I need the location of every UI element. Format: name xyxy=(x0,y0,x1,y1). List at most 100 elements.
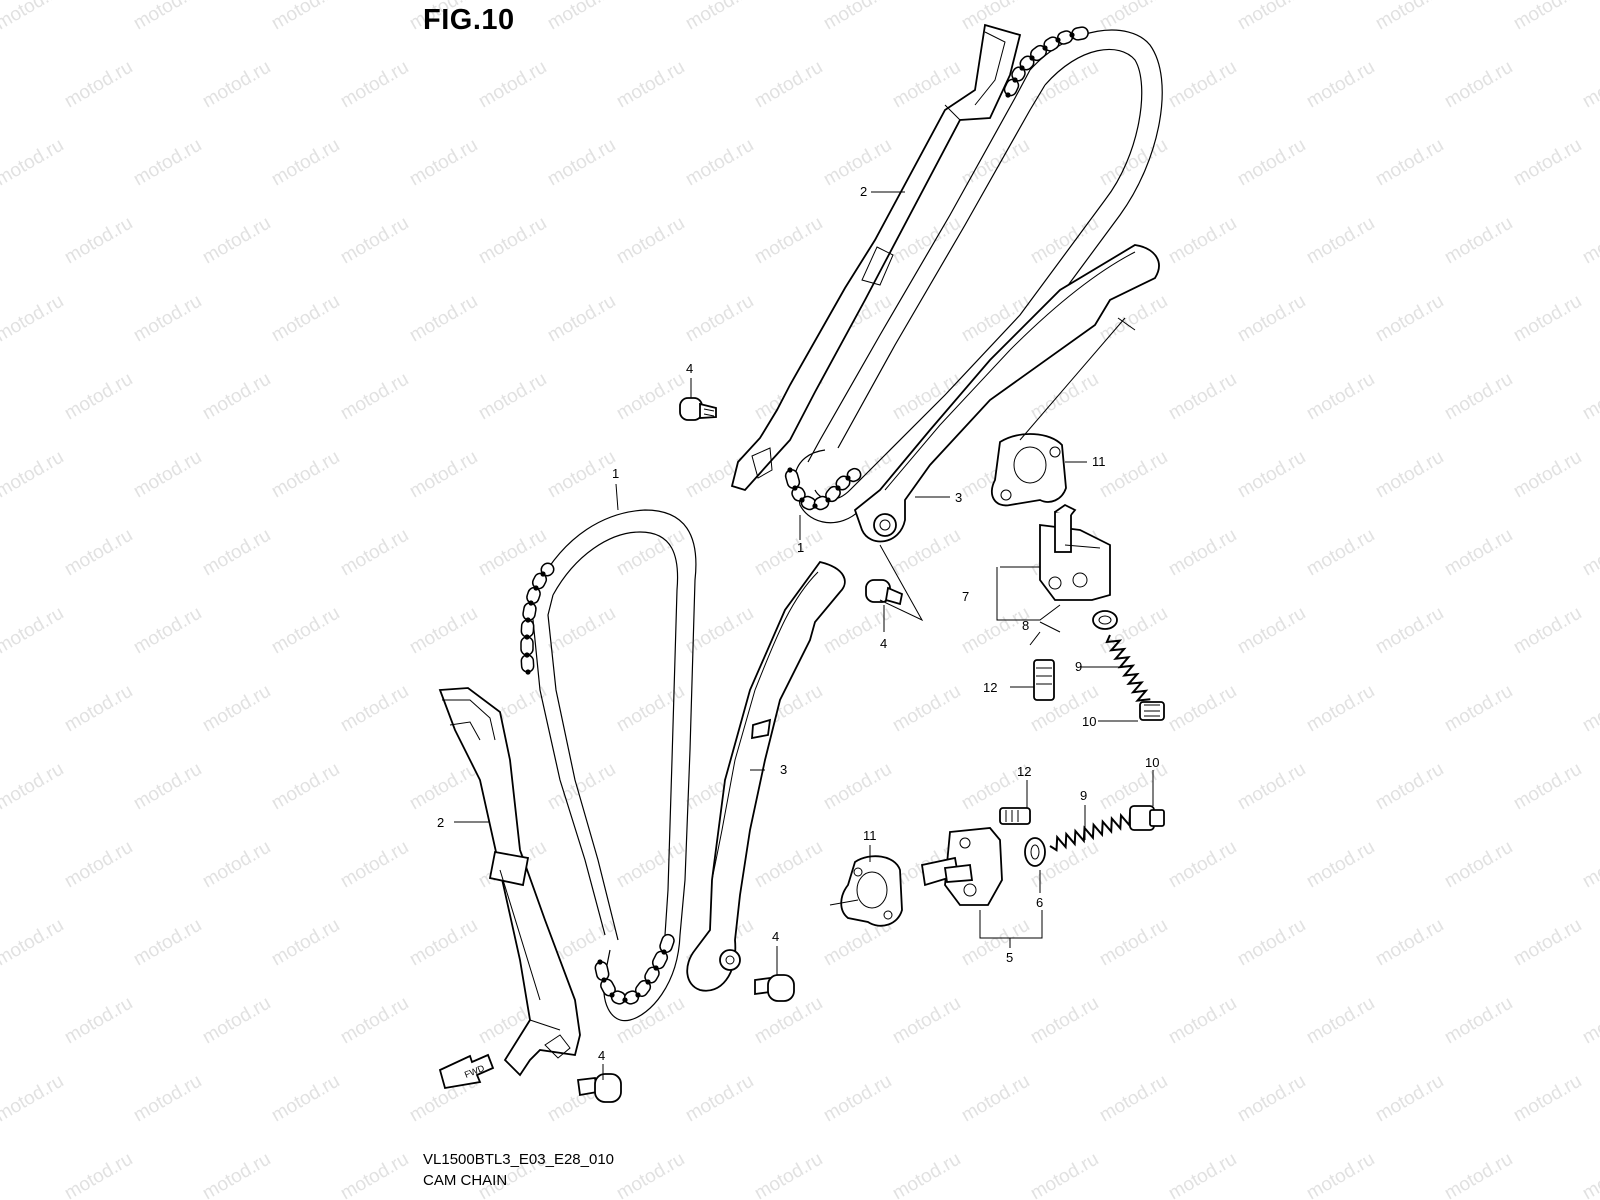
watermark-text: motod.ru xyxy=(337,57,412,113)
watermark-text: motod.ru xyxy=(130,915,205,971)
cam-chain-top xyxy=(784,26,1163,524)
chain-pin xyxy=(653,965,659,971)
chain-link xyxy=(784,469,801,489)
watermark-text: motod.ru xyxy=(130,1071,205,1127)
watermark-text: motod.ru xyxy=(1510,291,1585,347)
watermark-text: motod.ru xyxy=(1165,837,1240,893)
watermark-text: motod.ru xyxy=(406,603,481,659)
spring-top xyxy=(1105,634,1151,702)
chain-pin xyxy=(609,992,615,998)
watermark-text: motod.ru xyxy=(1579,213,1600,269)
callout-2-bottom: 2 xyxy=(437,815,444,830)
watermark-text: motod.ru xyxy=(130,603,205,659)
watermark-text: motod.ru xyxy=(1165,681,1240,737)
watermark-text: motod.ru xyxy=(1579,57,1600,113)
watermark-text: motod.ru xyxy=(1441,213,1516,269)
watermark-text: motod.ru xyxy=(199,525,274,581)
watermark-text: motod.ru xyxy=(1234,0,1309,34)
chain-pin xyxy=(597,959,603,965)
watermark-text: motod.ru xyxy=(406,135,481,191)
guide-bolt-top-2 xyxy=(865,579,904,606)
watermark-text: motod.ru xyxy=(268,447,343,503)
gasket-bottom xyxy=(840,855,903,927)
callout-12-bottom: 12 xyxy=(1017,764,1031,779)
chain-pin xyxy=(525,669,531,675)
watermark-text: motod.ru xyxy=(1510,1071,1585,1127)
watermark-text: motod.ru xyxy=(1096,1071,1171,1127)
bolt-bottom xyxy=(999,807,1031,825)
watermark-text: motod.ru xyxy=(1165,1149,1240,1200)
diagram-name: CAM CHAIN xyxy=(423,1172,508,1189)
watermark-text: motod.ru xyxy=(1441,1149,1516,1200)
watermark-text: motod.ru xyxy=(613,837,688,893)
guide-bolt-bottom xyxy=(754,974,795,1002)
watermark-text: motod.ru xyxy=(1234,759,1309,815)
watermark-text: motod.ru xyxy=(1510,915,1585,971)
watermark-text: motod.ru xyxy=(1027,1149,1102,1200)
watermark-text: motod.ru xyxy=(0,603,67,659)
callout-7: 7 xyxy=(962,589,969,604)
leader-11-bottom xyxy=(829,899,859,906)
chain-pin xyxy=(645,979,651,985)
watermark-text: motod.ru xyxy=(613,681,688,737)
watermark-text: motod.ru xyxy=(268,135,343,191)
watermark-text: motod.ru xyxy=(337,837,412,893)
watermark-text: motod.ru xyxy=(889,681,964,737)
watermark-text: motod.ru xyxy=(1234,447,1309,503)
watermark-text: motod.ru xyxy=(61,837,136,893)
watermark-text: motod.ru xyxy=(0,0,67,34)
watermark-text: motod.ru xyxy=(1510,135,1585,191)
watermark-text: motod.ru xyxy=(0,135,67,191)
watermark-text: motod.ru xyxy=(1096,915,1171,971)
chain-pin xyxy=(601,977,607,983)
chain-guide-top xyxy=(730,23,1022,492)
watermark-text: motod.ru xyxy=(1303,525,1378,581)
chain-pin xyxy=(1069,32,1075,38)
chain-pin xyxy=(845,475,851,481)
watermark-text: motod.ru xyxy=(130,759,205,815)
chain-pin xyxy=(825,497,831,503)
chain-pin xyxy=(1019,65,1025,71)
watermark-text: motod.ru xyxy=(544,759,619,815)
tensioner-guide-bottom xyxy=(686,560,846,992)
watermark-text: motod.ru xyxy=(1165,57,1240,113)
watermark-text: motod.ru xyxy=(199,213,274,269)
watermark-text: motod.ru xyxy=(199,1149,274,1200)
watermark-text: motod.ru xyxy=(682,291,757,347)
callout-4-a: 4 xyxy=(686,361,693,376)
leader-11-top xyxy=(1019,317,1126,441)
watermark-text: motod.ru xyxy=(544,447,619,503)
watermark-text: motod.ru xyxy=(1234,135,1309,191)
watermark-text: motod.ru xyxy=(1510,603,1585,659)
watermark-text: motod.ru xyxy=(1441,57,1516,113)
callout-10-bottom: 10 xyxy=(1145,755,1159,770)
tensioner-guide-top xyxy=(853,244,1160,543)
watermark-text: motod.ru xyxy=(544,135,619,191)
watermark-text: motod.ru xyxy=(61,681,136,737)
chain-pin xyxy=(524,652,530,658)
cap-bolt-top xyxy=(1139,701,1165,721)
watermark-text: motod.ru xyxy=(613,1149,688,1200)
chain-pin xyxy=(1042,45,1048,51)
watermark-text: motod.ru xyxy=(682,135,757,191)
watermark-text: motod.ru xyxy=(130,447,205,503)
callout-9-bottom: 9 xyxy=(1080,788,1087,803)
watermark-text: motod.ru xyxy=(1579,837,1600,893)
watermark-text: motod.ru xyxy=(820,0,895,34)
watermark-text: motod.ru xyxy=(682,1071,757,1127)
watermark-text: motod.ru xyxy=(337,213,412,269)
watermark-text: motod.ru xyxy=(820,759,895,815)
watermark-text: motod.ru xyxy=(1441,837,1516,893)
tensioner-top xyxy=(1039,503,1111,601)
watermark-text: motod.ru xyxy=(613,213,688,269)
chain-link xyxy=(520,636,534,656)
watermark-text: motod.ru xyxy=(820,1071,895,1127)
spring-bottom xyxy=(1049,812,1132,852)
diagram-code: VL1500BTL3_E03_E28_010 xyxy=(423,1151,615,1168)
watermark-text: motod.ru xyxy=(268,0,343,34)
chain-pin xyxy=(1029,55,1035,61)
watermark-text: motod.ru xyxy=(1165,213,1240,269)
watermark-text: motod.ru xyxy=(1303,993,1378,1049)
chain-pin xyxy=(1005,92,1011,98)
watermark-text: motod.ru xyxy=(1579,1149,1600,1200)
